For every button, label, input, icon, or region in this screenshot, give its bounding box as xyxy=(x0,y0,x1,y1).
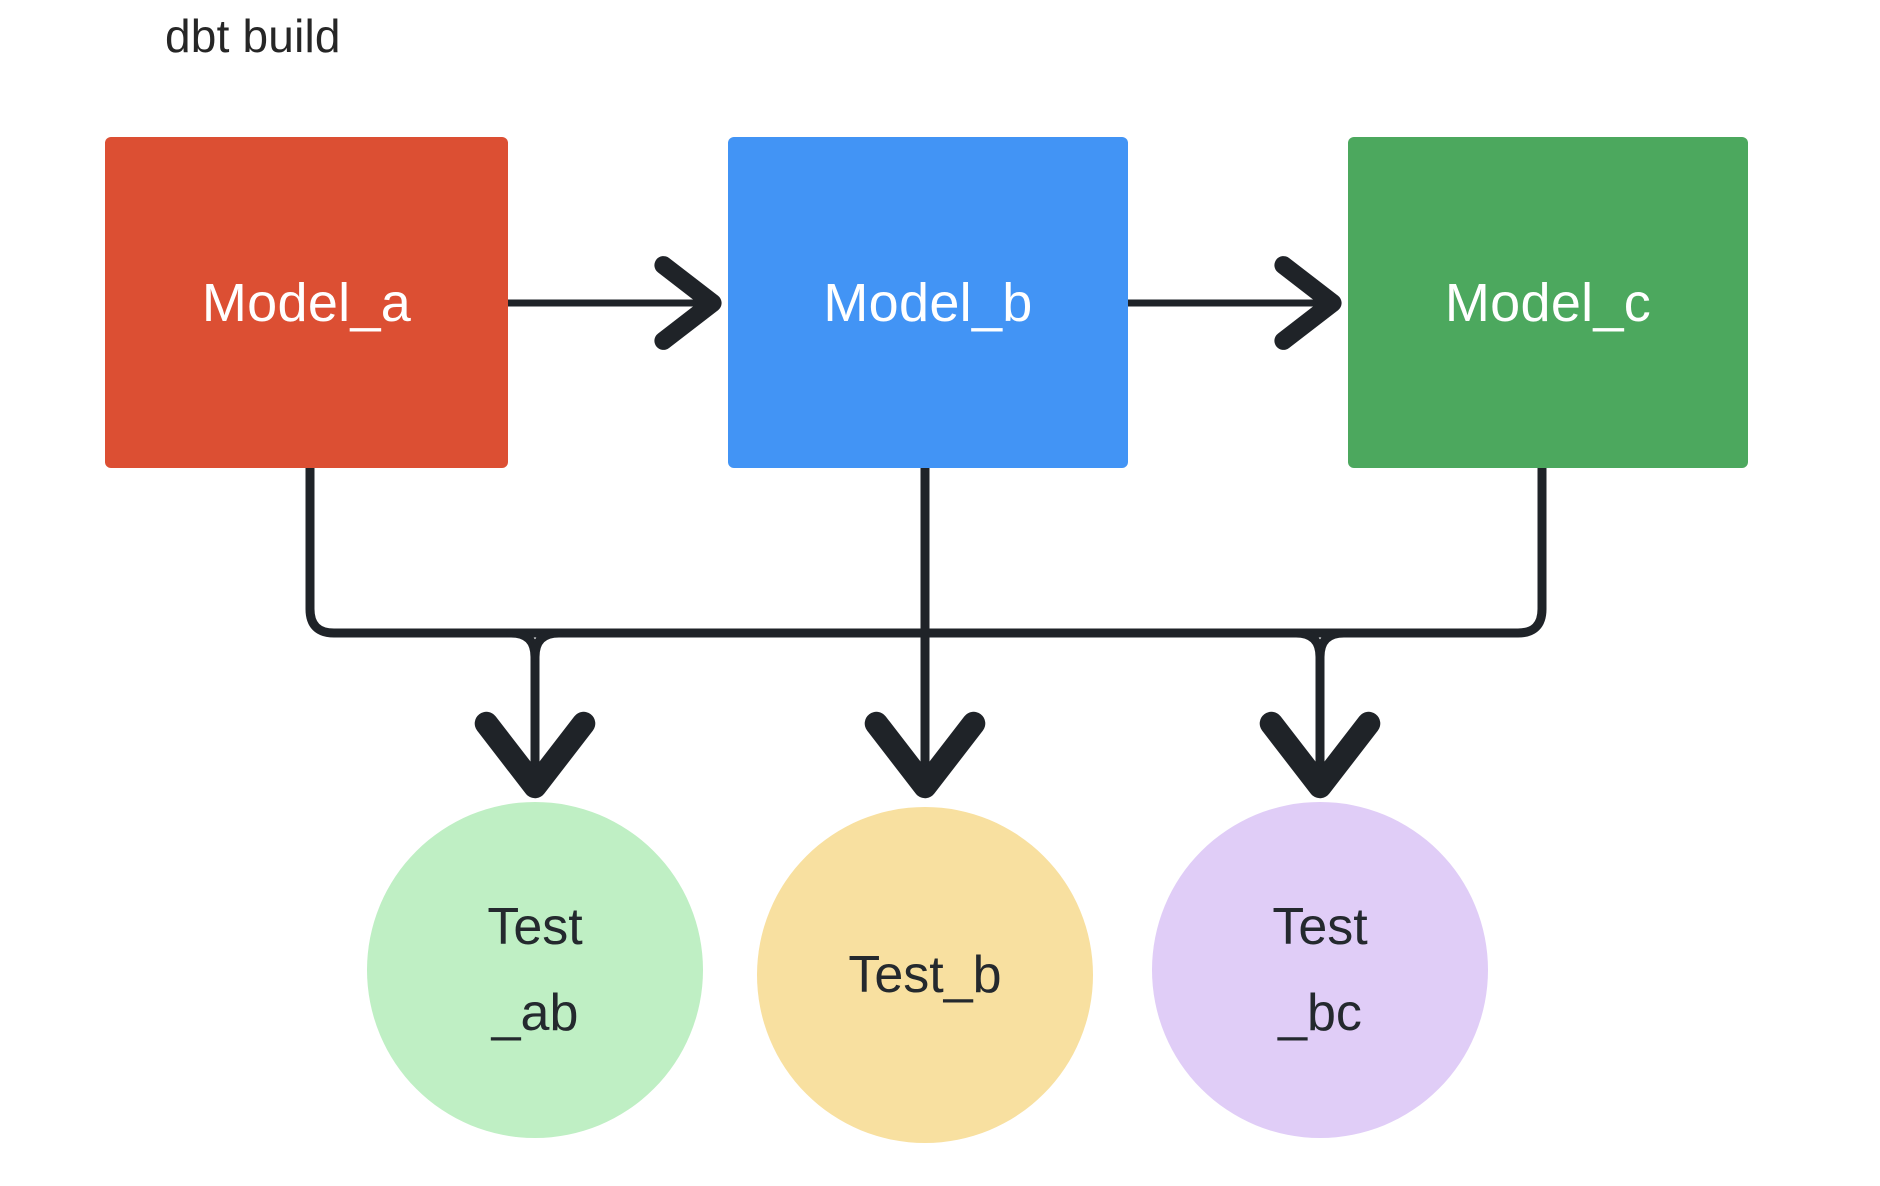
node-test-ab-label: Test _ab xyxy=(487,884,582,1056)
node-model-c-label: Model_c xyxy=(1444,272,1652,333)
node-test-bc-label-line1: Test xyxy=(1272,898,1368,956)
node-test-bc[interactable]: Test _bc xyxy=(1152,802,1488,1138)
node-test-ab-label-line1: Test xyxy=(487,898,583,956)
node-model-a-label: Model_a xyxy=(201,272,412,333)
node-test-ab[interactable]: Test _ab xyxy=(367,802,703,1138)
node-test-b-label-line1: Test_b xyxy=(848,946,1002,1004)
node-model-b-label: Model_b xyxy=(823,272,1033,333)
node-model-b[interactable]: Model_b xyxy=(728,137,1128,468)
node-test-b-label: Test_b xyxy=(848,932,1001,1018)
node-model-c[interactable]: Model_c xyxy=(1348,137,1748,468)
node-test-bc-label-line2: _bc xyxy=(1278,984,1362,1042)
edge-bus-to-test-bc xyxy=(1259,628,1381,799)
page-title: dbt build xyxy=(165,10,341,62)
edge-model-a-to-test-ab xyxy=(305,463,930,638)
edge-bus-to-test-ab xyxy=(474,628,596,799)
node-test-ab-label-line2: _ab xyxy=(491,984,579,1042)
node-test-b[interactable]: Test_b xyxy=(757,807,1093,1143)
node-test-bc-label: Test _bc xyxy=(1272,884,1367,1056)
node-model-a[interactable]: Model_a xyxy=(105,137,508,468)
edge-bus-right xyxy=(920,463,1547,638)
